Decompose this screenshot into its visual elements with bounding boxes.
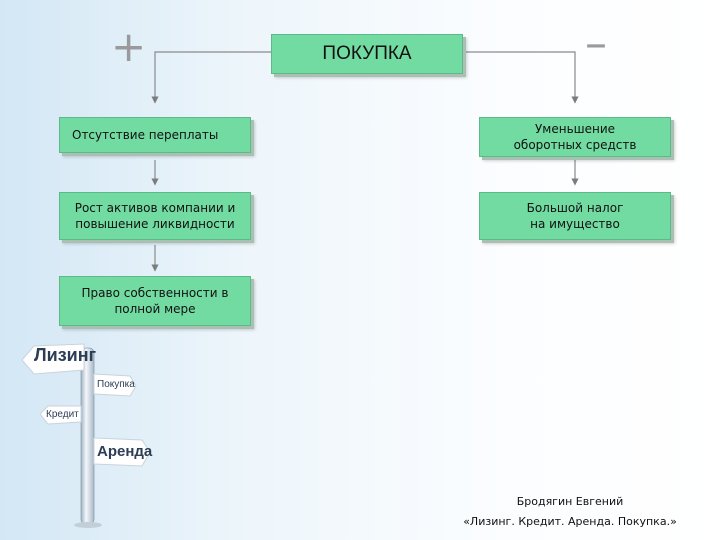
sign-board-purchase <box>93 373 137 397</box>
connector-title-to-pros <box>151 51 271 104</box>
author-credit: Бродягин Евгений «Лизинг. Кредит. Аренда… <box>445 492 695 532</box>
sign-label-rent: Аренда <box>97 443 153 460</box>
pro-box-no-overpayment: Отсутствие переплаты <box>59 117 251 153</box>
sign-board-rent <box>93 437 151 467</box>
title-box-purchase: ПОКУПКА <box>271 34 463 74</box>
sign-board-leasing <box>21 343 85 375</box>
signpost-illustration <box>21 343 151 528</box>
author-name: Бродягин Евгений <box>516 495 624 508</box>
con-box-working-capital: Уменьшение оборотных средств <box>479 117 671 157</box>
pro-box-asset-growth: Рост активов компании и повышение ликвид… <box>59 192 251 240</box>
con-box-property-tax: Большой налог на имущество <box>479 192 671 240</box>
pro-box-full-ownership: Право собственности в полной мере <box>59 276 251 326</box>
connector-title-to-cons <box>461 51 579 104</box>
sign-label-leasing: Лизинг <box>34 345 97 365</box>
presentation-title: «Лизинг. Кредит. Аренда. Покупка.» <box>463 515 677 528</box>
plus-sign: + <box>111 22 147 71</box>
sign-label-credit: Кредит <box>46 409 79 420</box>
minus-sign: – <box>585 18 607 69</box>
sign-board-credit <box>39 405 82 425</box>
signpost-pole <box>80 347 95 525</box>
sign-label-purchase: Покупка <box>97 379 135 390</box>
